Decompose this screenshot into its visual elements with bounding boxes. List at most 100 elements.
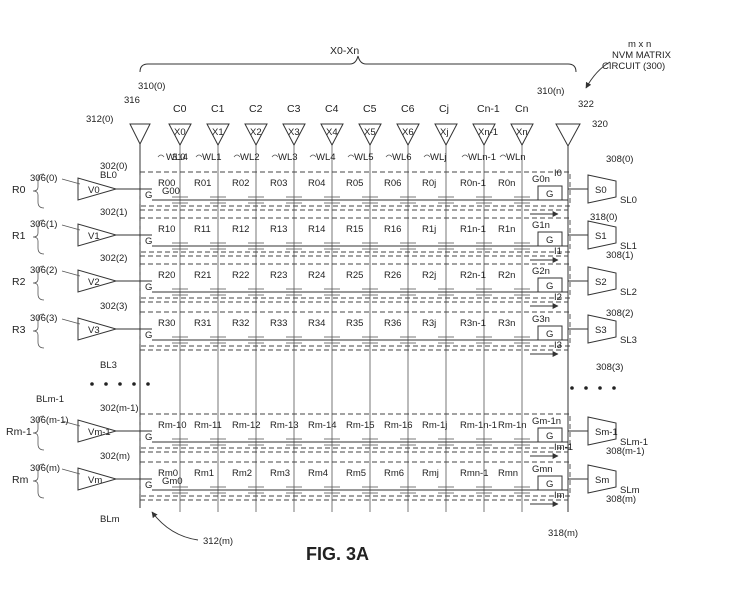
wordline-tilde-0 bbox=[157, 154, 165, 158]
sense-amp-label-1: S1 bbox=[595, 231, 607, 242]
gate-left-label-0: G00 bbox=[162, 186, 180, 197]
cell-label-3-2: R32 bbox=[232, 318, 249, 329]
column-x-label-3: X3 bbox=[288, 127, 300, 138]
ref-302-0: 302(0) bbox=[100, 161, 127, 172]
cell-label-1-7: R1j bbox=[422, 224, 436, 235]
cell-label-2-1: R21 bbox=[194, 270, 211, 281]
row-brace-5 bbox=[32, 463, 45, 499]
wordline-label-2: WL2 bbox=[240, 152, 260, 163]
cell-label-0-9: R0n bbox=[498, 178, 515, 189]
column-driver-3 bbox=[282, 123, 306, 147]
title-arrow bbox=[585, 61, 611, 89]
wordline-tilde-2 bbox=[233, 154, 241, 158]
gate-left-3: G bbox=[145, 330, 152, 341]
row-brace-0 bbox=[32, 173, 45, 209]
row-label-1: R1 bbox=[12, 230, 26, 242]
cell-label-1-2: R12 bbox=[232, 224, 249, 235]
cell-label-3-9: R3n bbox=[498, 318, 515, 329]
cell-label-5-0: Rm0 bbox=[158, 468, 178, 479]
cell-label-5-1: Rm1 bbox=[194, 468, 214, 479]
cell-label-3-4: R34 bbox=[308, 318, 325, 329]
sl-label-0: SL0 bbox=[620, 195, 637, 206]
current-label-5: Im bbox=[554, 490, 565, 501]
voltage-driver-3 bbox=[77, 317, 118, 341]
voltage-driver-2 bbox=[77, 269, 118, 293]
gate-right-box-1 bbox=[537, 231, 563, 247]
cell-label-3-3: R33 bbox=[270, 318, 287, 329]
ref-302-5: 302(m) bbox=[100, 451, 130, 462]
column-driver-7 bbox=[434, 123, 458, 147]
voltage-driver-4 bbox=[77, 419, 118, 443]
cell-label-2-4: R24 bbox=[308, 270, 325, 281]
cell-label-5-8: Rmn-1 bbox=[460, 468, 489, 479]
column-driver-6 bbox=[396, 123, 420, 147]
cell-label-5-4: Rm4 bbox=[308, 468, 328, 479]
column-x-label-2: X2 bbox=[250, 127, 262, 138]
cell-label-3-6: R36 bbox=[384, 318, 401, 329]
row-label-5: Rm bbox=[12, 474, 29, 486]
gate-left-5: G bbox=[145, 480, 152, 491]
cell-label-4-6: Rm-16 bbox=[384, 420, 413, 431]
cell-label-3-1: R31 bbox=[194, 318, 211, 329]
column-x-label-9: Xn bbox=[516, 127, 528, 138]
wordline-tilde-9 bbox=[499, 154, 507, 158]
cell-label-0-1: R01 bbox=[194, 178, 211, 189]
column-x-label-7: Xj bbox=[440, 127, 448, 138]
gate-right-label-1: G1n bbox=[532, 220, 550, 231]
cell-label-4-0: Rm-10 bbox=[158, 420, 187, 431]
voltage-label-4: Vm-1 bbox=[88, 427, 111, 438]
cell-label-1-0: R10 bbox=[158, 224, 175, 235]
column-c-label-6: C6 bbox=[401, 103, 415, 115]
wordline-label-0: WL0 bbox=[166, 152, 186, 163]
wordline-tilde-5 bbox=[347, 154, 355, 158]
cell-label-1-8: R1n-1 bbox=[460, 224, 486, 235]
cell-label-5-3: Rm3 bbox=[270, 468, 290, 479]
column-c-label-0: C0 bbox=[173, 103, 187, 115]
voltage-label-0: V0 bbox=[88, 185, 100, 196]
ref-306-1: 306(1) bbox=[30, 219, 57, 230]
gate-left-2: G bbox=[145, 282, 152, 293]
ref-308-3: 308(2) bbox=[606, 308, 633, 319]
ref-308-1: 308(1) bbox=[606, 250, 633, 261]
sense-amp-label-2: S2 bbox=[595, 277, 607, 288]
gate-right-label-2: G2n bbox=[532, 266, 550, 277]
cell-label-4-1: Rm-11 bbox=[194, 420, 222, 431]
cell-label-5-9: Rmn bbox=[498, 468, 518, 479]
ref-306-0: 306(0) bbox=[30, 173, 57, 184]
gate-left-0: G bbox=[145, 190, 152, 201]
wordline-tilde-3 bbox=[271, 154, 279, 158]
wordline-label-3: WL3 bbox=[278, 152, 298, 163]
gate-right-label-0: G0n bbox=[532, 174, 550, 185]
ref-308-0: 308(0) bbox=[606, 154, 633, 165]
column-x-label-1: X1 bbox=[212, 127, 224, 138]
column-driver-9 bbox=[510, 123, 534, 147]
cell-label-3-0: R30 bbox=[158, 318, 175, 329]
voltage-label-1: V1 bbox=[88, 231, 100, 242]
ref-306-3: 306(3) bbox=[30, 313, 57, 324]
cell-label-3-5: R35 bbox=[346, 318, 363, 329]
ref-322: 322 bbox=[578, 99, 594, 110]
gate-right-label-4: Gm-1n bbox=[532, 416, 561, 427]
voltage-label-5: Vm bbox=[88, 475, 102, 486]
ref-318-0: 318(0) bbox=[590, 212, 617, 223]
ref-312-m: 312(m) bbox=[203, 536, 233, 547]
columns-group: X0C0WL0X1C1WL1X2C2WL2X3C3WL3X4C4WL4X5C5W… bbox=[157, 103, 534, 512]
cell-label-4-9: Rm-1n bbox=[498, 420, 527, 431]
cell-label-0-3: R03 bbox=[270, 178, 287, 189]
sl-label-2: SL2 bbox=[620, 287, 637, 298]
column-driver-4 bbox=[320, 123, 344, 147]
gate-right-g-2: G bbox=[546, 281, 553, 292]
matrix-title-line1: m x n bbox=[628, 39, 651, 50]
cell-label-1-3: R13 bbox=[270, 224, 287, 235]
gate-right-g-5: G bbox=[546, 479, 553, 490]
wordline-tilde-8 bbox=[461, 154, 469, 158]
top-brace bbox=[139, 55, 577, 73]
range-label: X0-Xn bbox=[330, 45, 359, 57]
cell-label-4-7: Rm-1j bbox=[422, 420, 447, 431]
ref-310-0: 310(0) bbox=[138, 81, 165, 92]
column-c-label-1: C1 bbox=[211, 103, 225, 115]
cell-label-4-5: Rm-15 bbox=[346, 420, 375, 431]
ref-306-lead-1 bbox=[61, 224, 81, 231]
voltage-driver-0 bbox=[77, 177, 118, 201]
row-label-4: Rm-1 bbox=[6, 426, 32, 438]
